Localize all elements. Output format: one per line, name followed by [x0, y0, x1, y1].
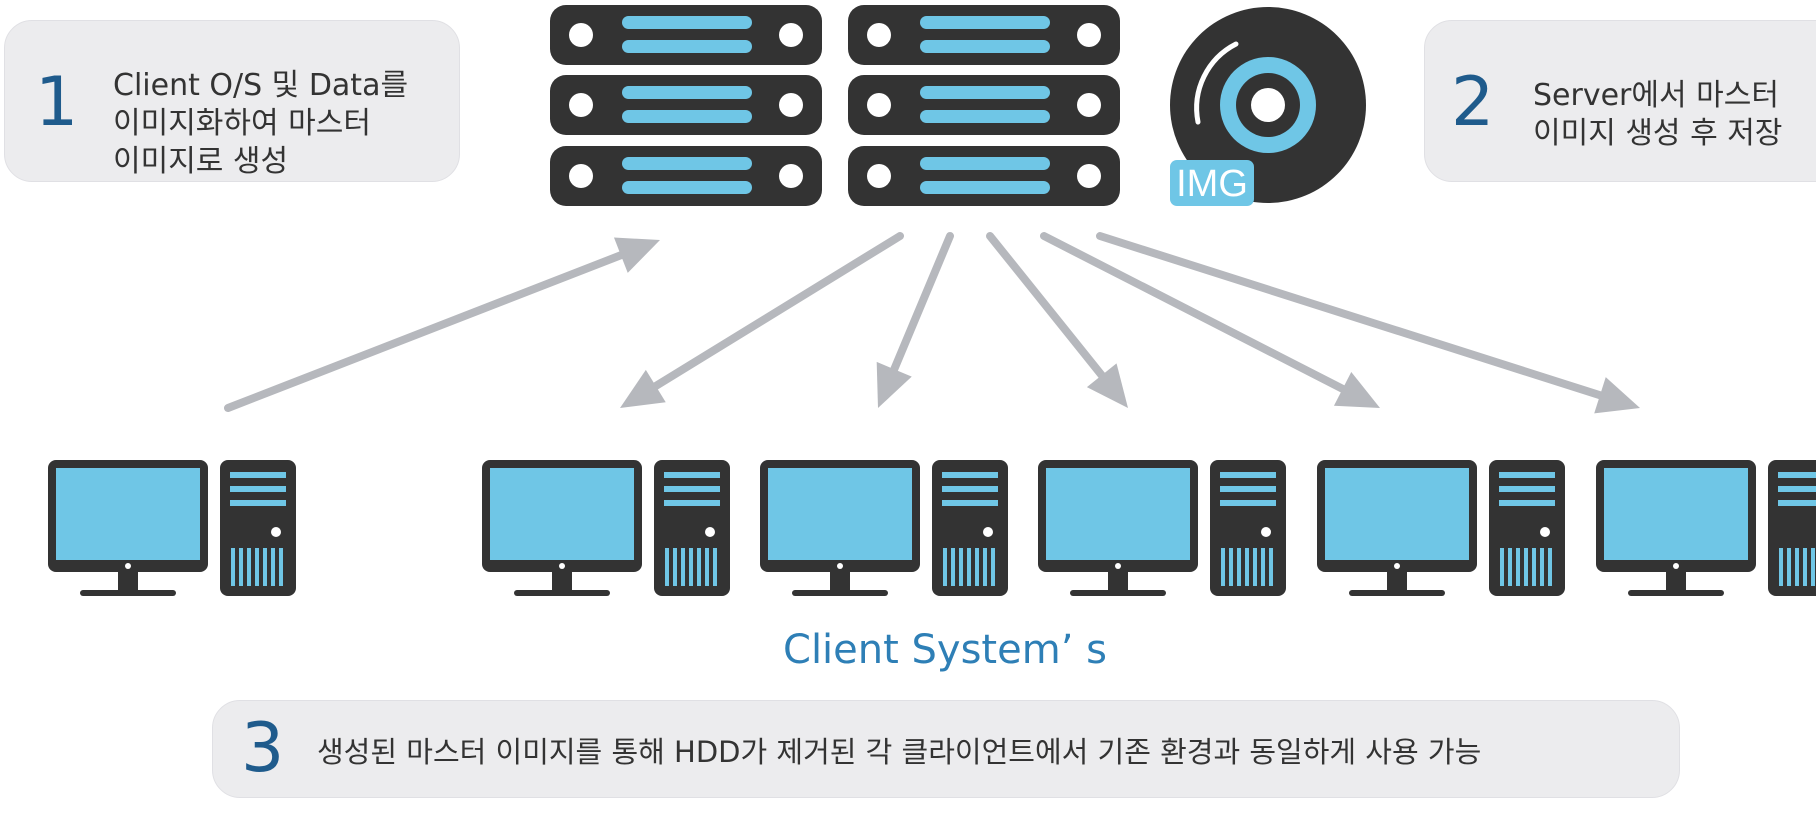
desktop-computer-icon — [482, 460, 730, 596]
step-2-number: 2 — [1451, 63, 1495, 142]
arrow — [1096, 232, 1640, 414]
desktop-computer-icon — [1596, 460, 1816, 596]
arrow — [1040, 232, 1380, 408]
step-1-text: Client O/S 및 Data를 이미지화하여 마스터 이미지로 생성 — [113, 68, 409, 179]
desktop-computer-icon — [760, 460, 1008, 596]
client-computers — [48, 460, 1816, 596]
arrow — [876, 232, 954, 408]
desktop-computer-icon — [1317, 460, 1565, 596]
step-1-number: 1 — [35, 63, 79, 142]
disc-icon: IMG — [1170, 7, 1366, 206]
server-unit — [848, 146, 1120, 206]
arrows — [224, 232, 1640, 414]
desktop-computer-icon — [1038, 460, 1286, 596]
step-2-text: Server에서 마스터 이미지 생성 후 저장 — [1533, 78, 1783, 151]
server-unit — [550, 5, 822, 65]
server-unit — [550, 146, 822, 206]
arrow — [620, 232, 904, 408]
server-rack-icon — [550, 5, 1120, 206]
server-unit — [848, 5, 1120, 65]
server-unit — [550, 75, 822, 135]
img-badge: IMG — [1176, 163, 1248, 205]
arrow — [224, 237, 660, 412]
step-2-box: 2 Server에서 마스터 이미지 생성 후 저장 — [1424, 20, 1816, 182]
step-1-box: 1 Client O/S 및 Data를 이미지화하여 마스터 이미지로 생성 — [4, 20, 460, 182]
step-3-box: 3 생성된 마스터 이미지를 통해 HDD가 제거된 각 클라이언트에서 기존 … — [212, 700, 1680, 798]
server-unit — [848, 75, 1120, 135]
arrow — [986, 232, 1128, 408]
step-3-number: 3 — [241, 709, 285, 788]
client-systems-label: Client System’ s — [783, 627, 1107, 673]
step-3-text: 생성된 마스터 이미지를 통해 HDD가 제거된 각 클라이언트에서 기존 환경… — [317, 735, 1482, 769]
desktop-computer-icon — [48, 460, 296, 596]
